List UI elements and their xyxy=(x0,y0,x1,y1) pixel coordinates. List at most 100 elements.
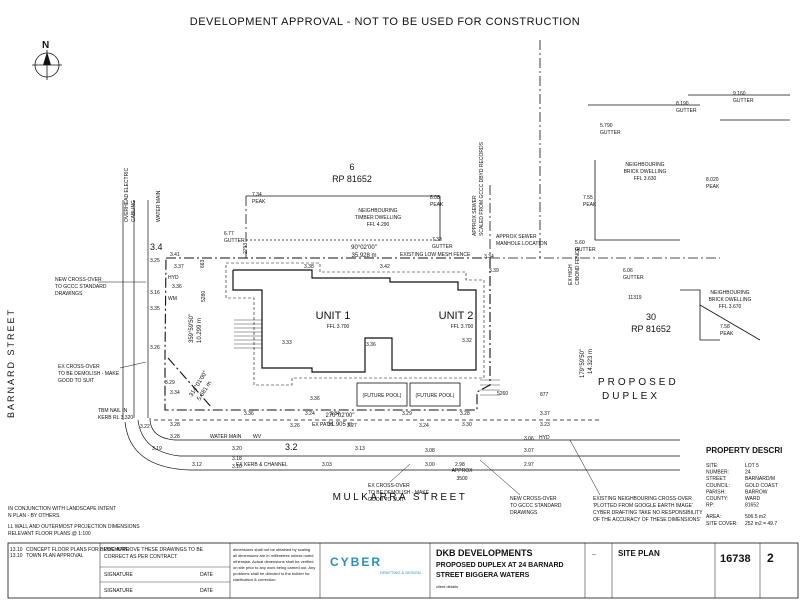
job-number: 16738 xyxy=(720,553,751,565)
neighbour-1-line-3: FFL 4.290 xyxy=(367,222,390,228)
svg-text:3.03: 3.03 xyxy=(322,462,332,468)
svg-text:OF THE ACCURACY OF THESE DIMEN: OF THE ACCURACY OF THESE DIMENSIONS' xyxy=(593,517,701,523)
svg-text:3.37: 3.37 xyxy=(540,411,550,417)
svg-text:GUTTER: GUTTER xyxy=(432,244,453,250)
neighbour-3-line-1: NEIGHBOURING xyxy=(710,290,749,296)
svg-text:7.33: 7.33 xyxy=(432,237,442,243)
property-value: 24 xyxy=(745,470,751,476)
duplex-label: DUPLEX xyxy=(602,391,660,402)
fence-label-2: C/BOND FENCE xyxy=(575,247,581,285)
approve-line-1: I/WE APPROVE THESE DRAWINGS TO BE xyxy=(104,547,204,553)
sheet-title: SITE PLAN xyxy=(618,549,660,558)
ex-path-label: EX PATH xyxy=(312,422,333,428)
svg-text:dimensions shall not be obtain: dimensions shall not be obtained by scal… xyxy=(233,547,310,552)
svg-text:3.26: 3.26 xyxy=(150,345,160,351)
callout-ex-crossover-2: EX CROSS-OVER TO BE DEMOLISH - MAKE GOOD… xyxy=(368,463,430,503)
unit-2-ffl: FFL 3.700 xyxy=(451,324,474,330)
development-approval-banner: DEVELOPMENT APPROVAL - NOT TO BE USED FO… xyxy=(190,16,580,28)
svg-text:3.28: 3.28 xyxy=(170,434,180,440)
pool-label-1: (FUTURE POOL) xyxy=(363,393,402,399)
kerb-label: EX KERB & CHANNEL xyxy=(236,462,288,468)
callout-google: EXISTING NEIGHBOURING CROSS-OVER 'PLOTTE… xyxy=(569,439,703,523)
property-key: SITE COVER: xyxy=(706,521,738,527)
svg-text:5.790: 5.790 xyxy=(600,123,613,129)
neighbour-2-line-3: FFL 3.630 xyxy=(634,176,657,182)
general-notes: IN CONJUNCTION WITH LANDSCAPE INTENT N P… xyxy=(8,506,140,537)
south-bearing: 270°02'00" xyxy=(325,413,354,419)
svg-text:6.77: 6.77 xyxy=(224,231,234,237)
dim-2793: 2793 xyxy=(243,243,249,254)
client-name: DKB DEVELOPMENTS xyxy=(436,548,533,558)
svg-text:3.37: 3.37 xyxy=(174,264,184,270)
callout-ex-crossover-1: EX CROSS-OVER TO BE DEMOLISH - MAKE GOOD… xyxy=(58,361,147,384)
svg-text:3.27: 3.27 xyxy=(347,423,357,429)
svg-text:3.12: 3.12 xyxy=(192,462,202,468)
dim-3500: 3500 xyxy=(456,476,467,482)
date-label-1: DATE xyxy=(200,572,214,578)
property-key: NUMBER: xyxy=(706,470,729,476)
svg-text:DRAWINGS: DRAWINGS xyxy=(55,291,83,297)
svg-text:'PLOTTED FROM GOOGLE EARTH IMA: 'PLOTTED FROM GOOGLE EARTH IMAGE' xyxy=(593,503,693,509)
svg-text:3.18: 3.18 xyxy=(232,456,242,462)
property-value: WARD xyxy=(745,496,760,502)
svg-text:3.32: 3.32 xyxy=(462,338,472,344)
dim-663: 663 xyxy=(200,259,206,268)
sewer-manhole-1: APPROX SEWER xyxy=(496,234,537,240)
building-footprint xyxy=(232,269,477,373)
svg-text:3.16: 3.16 xyxy=(150,290,160,296)
dim-5280: 5280 xyxy=(201,291,207,302)
street-south-label: MULKARRA STREET xyxy=(333,492,468,503)
callout-new-crossover-1: NEW CROSS-OVER TO GCCC STANDARD DRAWINGS xyxy=(55,277,146,297)
svg-text:otherwise. Actual dimensions s: otherwise. Actual dimensions shall be ve… xyxy=(233,559,314,564)
site-boundary xyxy=(164,257,491,411)
svg-text:NEW CROSS-OVER: NEW CROSS-OVER xyxy=(55,277,102,283)
svg-text:3.33: 3.33 xyxy=(282,340,292,346)
svg-text:GOOD TO SUIT: GOOD TO SUIT xyxy=(368,497,404,503)
signature-label-2: SIGNATURE xyxy=(104,588,133,594)
rev-2-date: 13.10 xyxy=(10,553,23,559)
property-key: SITE: xyxy=(706,463,719,469)
overhead-label-1: OVERHEAD ELECTRIC xyxy=(124,167,130,222)
overhead-label-2: CABLING xyxy=(131,200,137,222)
svg-text:5.60: 5.60 xyxy=(575,240,585,246)
client-details: client details xyxy=(436,584,458,589)
svg-text:on site prior to any work bein: on site prior to any work being carried … xyxy=(233,565,315,570)
svg-text:2.98: 2.98 xyxy=(455,462,465,468)
property-key: PARISH: xyxy=(706,489,726,495)
svg-text:TO BE DEMOLISH - MAKE: TO BE DEMOLISH - MAKE xyxy=(368,490,430,496)
svg-text:problems shall be directed to: problems shall be directed to the builde… xyxy=(233,571,310,576)
svg-text:RELEVANT FLOOR PLANS @ 1:100: RELEVANT FLOOR PLANS @ 1:100 xyxy=(8,531,91,537)
road-lines xyxy=(122,200,680,471)
svg-text:N PLAN - BY OTHERS.: N PLAN - BY OTHERS. xyxy=(8,513,61,519)
south-length: 31.905 m xyxy=(327,422,352,428)
proposed-label: PROPOSED xyxy=(598,377,679,388)
company-logo: CYBER xyxy=(330,555,382,569)
property-value: 252 m2 = 49.7 xyxy=(745,521,777,527)
svg-text:EX CROSS-OVER: EX CROSS-OVER xyxy=(368,483,410,489)
svg-text:PEAK: PEAK xyxy=(430,202,444,208)
dim-3-2: 3.2 xyxy=(285,442,298,452)
svg-text:PEAK: PEAK xyxy=(720,331,734,337)
title-block: 13.10 CONCEPT FLOOR PLANS FOR BROCHURE 1… xyxy=(7,542,799,599)
svg-text:6.06: 6.06 xyxy=(623,268,633,274)
svg-text:IN CONJUNCTION WITH LANDSCAPE: IN CONJUNCTION WITH LANDSCAPE INTENT xyxy=(8,506,116,512)
dim-5260: 5260 xyxy=(497,391,508,397)
eave-outline xyxy=(225,262,485,386)
svg-text:3.36: 3.36 xyxy=(310,396,320,402)
svg-text:3.34: 3.34 xyxy=(170,390,180,396)
svg-text:GUTTER: GUTTER xyxy=(676,108,697,114)
svg-text:7.55: 7.55 xyxy=(583,195,593,201)
unit-2-label: UNIT 2 xyxy=(439,310,474,322)
sewer-manhole-2: MANHOLE LOCATION xyxy=(496,241,548,247)
north-label: N xyxy=(42,40,49,51)
approx-sewer-label-2: SCALED FROM GCCC DBYD RECORDS xyxy=(479,141,485,236)
svg-text:9.160: 9.160 xyxy=(733,91,746,97)
dim-877: 877 xyxy=(540,392,549,398)
svg-text:3.34: 3.34 xyxy=(330,411,340,417)
property-value: LOT 5 xyxy=(745,463,759,469)
unit-1-ffl: FFL 3.700 xyxy=(327,324,350,330)
property-value: BARNARD/M xyxy=(745,476,775,482)
svg-text:8.190: 8.190 xyxy=(676,101,689,107)
approx-sewer-label-1: APPROX SEWER xyxy=(472,195,478,236)
